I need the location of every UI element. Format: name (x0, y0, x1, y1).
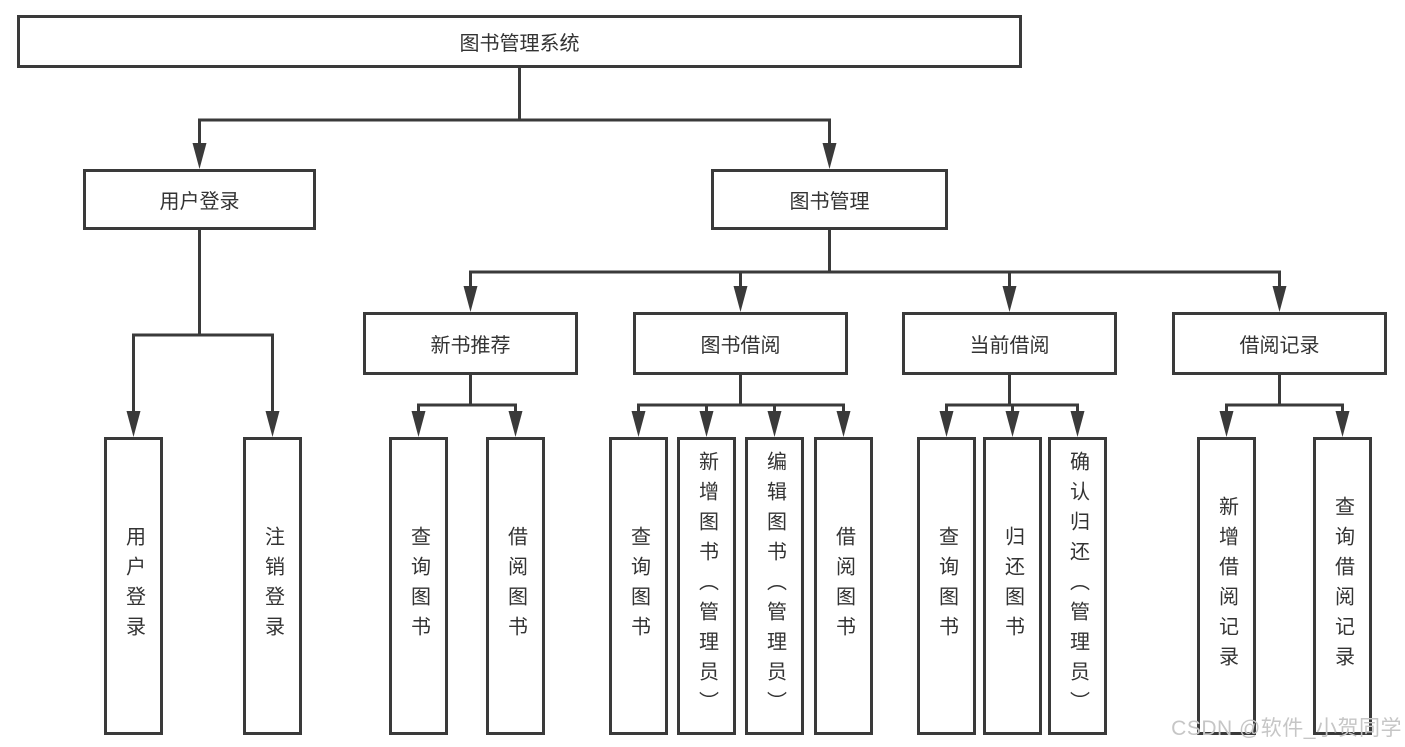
leaf-return-books: 归还图书 (983, 437, 1042, 735)
leaf-add-borrow-record: 新增借阅记录 (1197, 437, 1256, 735)
leaf-query-books-recommend: 查询图书 (389, 437, 448, 735)
leaf-add-books-admin: 新增图书（管理员） (677, 437, 736, 735)
node-label: 新书推荐 (430, 335, 511, 357)
node-new-book-recommend: 新书推荐 (363, 312, 578, 375)
leaf-logout: 注销登录 (243, 437, 302, 735)
leaf-query-books-borrow: 查询图书 (609, 437, 668, 735)
leaf-label: 借阅图书 (832, 526, 855, 646)
leaf-user-login: 用户登录 (104, 437, 163, 735)
leaf-label: 查询图书 (407, 526, 430, 646)
leaf-borrow-books-recommend: 借阅图书 (486, 437, 545, 735)
node-label: 图书管理系统 (459, 33, 580, 55)
leaf-label: 注销登录 (261, 526, 284, 646)
leaf-label: 编辑图书（管理员） (763, 451, 786, 721)
leaf-borrow-books: 借阅图书 (814, 437, 873, 735)
leaf-label: 确认归还（管理员） (1066, 451, 1089, 721)
arrowheads (126, 143, 1350, 437)
leaf-query-borrow-record: 查询借阅记录 (1313, 437, 1372, 735)
leaf-label: 新增图书（管理员） (695, 451, 718, 721)
leaf-label: 查询借阅记录 (1331, 496, 1354, 676)
node-current-borrow: 当前借阅 (902, 312, 1117, 375)
leaf-label: 新增借阅记录 (1215, 496, 1238, 676)
leaf-label: 查询图书 (935, 526, 958, 646)
node-label: 图书借阅 (700, 335, 781, 357)
leaf-edit-books-admin: 编辑图书（管理员） (745, 437, 804, 735)
node-user-login-branch: 用户登录 (83, 169, 316, 230)
leaf-label: 借阅图书 (504, 526, 527, 646)
node-label: 借阅记录 (1239, 335, 1320, 357)
node-label: 图书管理 (789, 191, 870, 213)
watermark: CSDN @软件_小贺同学 (1171, 717, 1402, 740)
node-borrow-records: 借阅记录 (1172, 312, 1387, 375)
node-root-system: 图书管理系统 (17, 15, 1022, 68)
node-book-borrow: 图书借阅 (633, 312, 848, 375)
leaf-confirm-return-admin: 确认归还（管理员） (1048, 437, 1107, 735)
node-label: 用户登录 (159, 191, 240, 213)
leaf-query-books-current: 查询图书 (917, 437, 976, 735)
leaf-label: 用户登录 (122, 526, 145, 646)
leaf-label: 归还图书 (1001, 526, 1024, 646)
node-label: 当前借阅 (969, 335, 1050, 357)
node-book-management-branch: 图书管理 (711, 169, 948, 230)
leaf-label: 查询图书 (627, 526, 650, 646)
